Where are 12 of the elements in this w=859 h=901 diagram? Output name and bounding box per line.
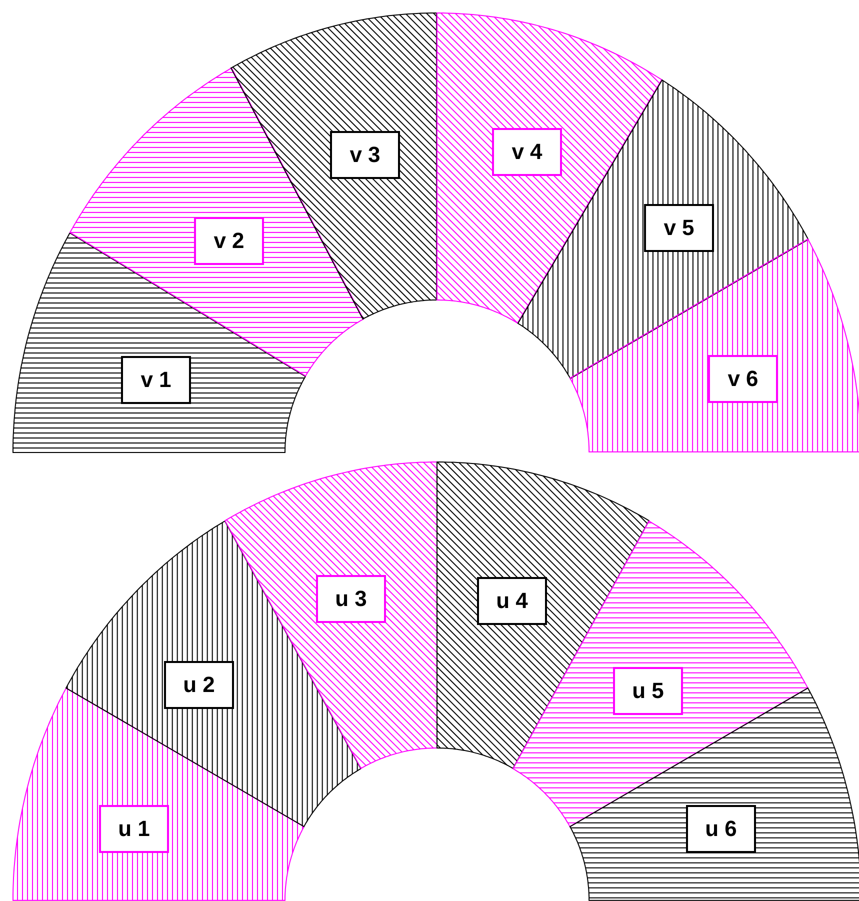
sector-label: u 2 [164, 660, 234, 709]
sector-label: u 4 [477, 577, 547, 625]
sector-label: v 1 [121, 356, 191, 404]
sector-label: u 6 [686, 804, 756, 853]
sector-label: u 5 [613, 666, 683, 715]
sector-label: v 3 [330, 131, 400, 179]
sector-label: u 3 [316, 575, 386, 623]
sector-label: v 2 [194, 216, 264, 265]
sector-label: v 5 [644, 204, 714, 252]
sector-label: v 4 [492, 128, 562, 176]
sector-label: u 1 [99, 804, 169, 853]
sector-label: v 6 [708, 354, 778, 403]
